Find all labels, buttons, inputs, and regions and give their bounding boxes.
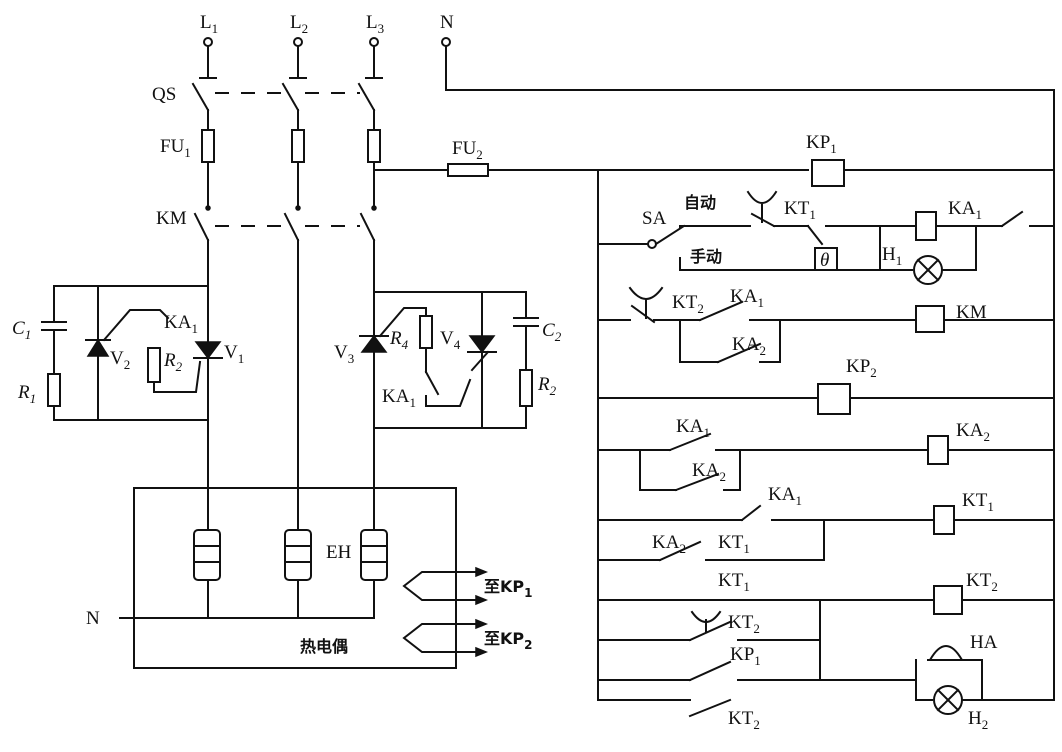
- label-kt1-coil: KT1: [962, 490, 994, 514]
- label-ka2-coil: KA2: [956, 420, 990, 444]
- label-kp1: KP1: [806, 132, 837, 156]
- label-ka2-r6: KA2: [652, 532, 686, 556]
- rung-ka2: [597, 432, 1055, 492]
- label-kt1-top: KT1: [784, 198, 816, 222]
- label-to-kp1: 至KP1: [484, 577, 533, 600]
- label-sa: SA: [642, 208, 667, 229]
- label-h1: H1: [882, 244, 902, 268]
- label-ha: HA: [970, 632, 998, 653]
- rung-selector: [597, 190, 1055, 285]
- label-n-left: N: [86, 608, 100, 629]
- label-fu2: FU2: [452, 138, 483, 162]
- supply-terminals: [199, 37, 1055, 701]
- label-auto: 自动: [684, 193, 716, 212]
- label-to-kp2: 至KP2: [484, 629, 533, 652]
- label-ka2-r3: KA2: [732, 334, 766, 358]
- label-ka1-coil: KA1: [948, 198, 982, 222]
- label-l3: L3: [366, 12, 384, 36]
- label-theta: θ: [820, 250, 829, 271]
- label-thermocouple: 热电偶: [300, 637, 348, 656]
- label-fu1: FU1: [160, 136, 191, 160]
- rung-kp2: [597, 383, 1055, 415]
- heater-enclosure: [119, 487, 489, 669]
- heater-element-3: [360, 529, 388, 581]
- label-kt2-bottom: KT2: [728, 708, 760, 732]
- label-r2-left: R2: [163, 350, 183, 374]
- label-l2: L2: [290, 12, 308, 36]
- heater-element-1: [193, 529, 221, 581]
- label-km-coil: KM: [956, 302, 987, 323]
- label-r1: R1: [17, 382, 36, 406]
- label-ka1-mid: KA1: [382, 386, 416, 410]
- rung-alarm: [597, 645, 989, 718]
- labels: L1 L2 L3 N QS FU1 KM C1 R1 V2 KA1 R2 V1 …: [12, 12, 998, 732]
- label-l1: L1: [200, 12, 218, 36]
- label-h2: H2: [968, 708, 988, 732]
- label-ka1-r3: KA1: [730, 286, 764, 310]
- label-v3: V3: [334, 342, 354, 366]
- label-kp2: KP2: [846, 356, 877, 380]
- label-qs: QS: [152, 84, 176, 105]
- label-kt2-r7: KT2: [728, 612, 760, 636]
- label-r2-right: R2: [537, 374, 557, 398]
- heater-element-2: [284, 529, 312, 581]
- rung-kt1: [597, 504, 1055, 562]
- label-r4: R4: [389, 328, 409, 352]
- label-ka2-r5: KA2: [692, 460, 726, 484]
- label-kp1-r8: KP1: [730, 644, 761, 668]
- control-bus: [373, 159, 1055, 701]
- label-v1: V1: [224, 342, 244, 366]
- label-ka1-r5: KA1: [676, 416, 710, 440]
- label-kt1-r7: KT1: [718, 570, 750, 594]
- thermocouple-probe-2: [402, 599, 489, 658]
- label-eh: EH: [326, 542, 352, 563]
- label-kt2-coil: KT2: [966, 570, 998, 594]
- label-c2: C2: [542, 320, 562, 344]
- label-ka1-r6: KA1: [768, 484, 802, 508]
- label-n-top: N: [440, 12, 454, 33]
- label-ka1-left: KA1: [164, 312, 198, 336]
- label-km-main: KM: [156, 208, 187, 229]
- label-c1: C1: [12, 318, 31, 342]
- rung-kt2: [597, 585, 1055, 681]
- label-kt2-r3: KT2: [672, 292, 704, 316]
- isolator-qs: [191, 82, 376, 131]
- rung-km: [597, 286, 1055, 364]
- right-snubber-network: [359, 291, 539, 429]
- fuses-fu1: [201, 129, 381, 211]
- left-snubber-network: [41, 285, 223, 421]
- label-kt1-r6: KT1: [718, 532, 750, 556]
- label-v2: V2: [110, 348, 130, 372]
- label-manual: 手动: [690, 247, 722, 266]
- label-v4: V4: [440, 328, 461, 352]
- thermocouple-probe-1: [402, 566, 489, 606]
- contactor-km-main: [193, 212, 376, 529]
